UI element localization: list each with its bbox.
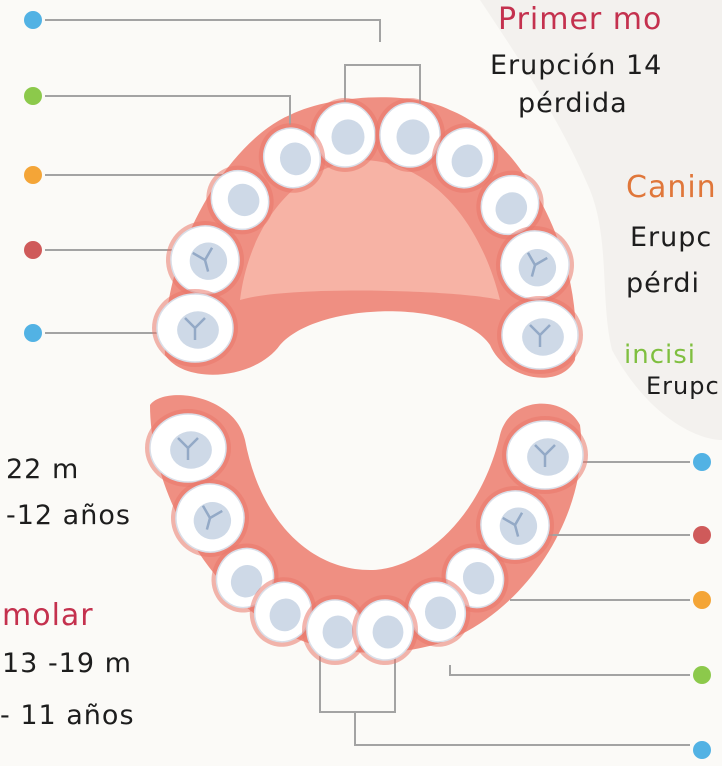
primer-molar-erupcion: Erupción 14 bbox=[490, 50, 662, 81]
molar-erupcion-months: 13 -19 m bbox=[2, 648, 132, 679]
tooth-shade bbox=[373, 616, 404, 649]
tooth-shade bbox=[323, 616, 354, 649]
canino-title: Canin bbox=[626, 170, 717, 205]
lower-label-dot bbox=[693, 453, 711, 471]
tooth-shade bbox=[332, 119, 365, 154]
tooth-shade bbox=[170, 431, 212, 468]
canino-erupcion: Erupc bbox=[630, 222, 712, 253]
upper-tooth bbox=[497, 296, 583, 374]
lower-tooth bbox=[502, 416, 588, 494]
molar-title: molar bbox=[2, 598, 94, 633]
molar-perdida-years: - 11 años bbox=[0, 700, 135, 731]
upper-tooth bbox=[152, 289, 238, 367]
left-erupcion-months: 22 m bbox=[6, 454, 79, 485]
incisivo-title: incisi bbox=[624, 340, 696, 370]
upper-label-dot bbox=[24, 166, 42, 184]
upper-label-dot bbox=[24, 11, 42, 29]
tooth-shade bbox=[397, 119, 430, 154]
lower-label-dot bbox=[693, 741, 711, 759]
lower-tooth bbox=[145, 409, 231, 487]
upper-label-dot bbox=[24, 324, 42, 342]
primer-molar-title: Primer mo bbox=[498, 2, 662, 37]
upper-label-dot bbox=[24, 87, 42, 105]
lower-label-dot bbox=[693, 591, 711, 609]
tooth-shade bbox=[177, 311, 219, 348]
canino-perdida: pérdi bbox=[626, 268, 700, 299]
tooth-shade bbox=[527, 438, 569, 475]
incisivo-erupcion: Erupc bbox=[646, 372, 720, 400]
tooth-shade bbox=[522, 318, 564, 355]
upper-label-dot bbox=[24, 241, 42, 259]
lower-label-dot bbox=[693, 526, 711, 544]
lower-label-dot bbox=[693, 666, 711, 684]
primer-molar-perdida: pérdida bbox=[518, 88, 628, 119]
lower-tooth bbox=[352, 595, 418, 665]
left-perdida-years: -12 años bbox=[6, 500, 131, 531]
